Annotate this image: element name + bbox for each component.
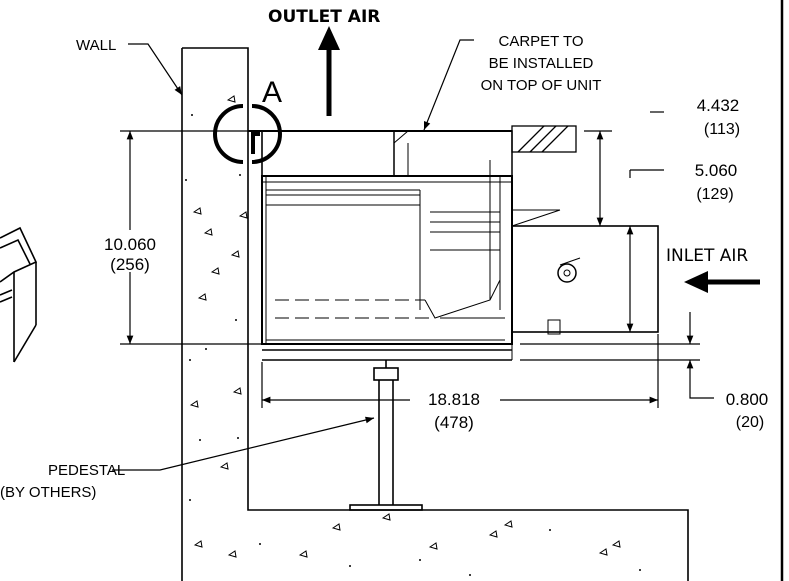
dim-bottom-offset-inches: 0.800	[726, 390, 769, 409]
dim-height-inches: 10.060	[104, 235, 156, 254]
inlet-duct	[430, 209, 659, 335]
carpet-note-line1: CARPET TO	[498, 33, 583, 50]
dim-width-inches: 18.818	[428, 390, 480, 409]
carpet-note-line3: ON TOP OF UNIT	[481, 77, 602, 94]
pedestal	[349, 360, 423, 511]
carpet-leader	[423, 39, 474, 131]
wall-label: WALL	[76, 37, 116, 54]
dim-top-offset-mm: (113)	[704, 121, 740, 138]
dim-inlet-height-mm: (129)	[696, 186, 733, 203]
inlet-air-arrow	[684, 271, 760, 293]
dim-bottom-offset	[520, 312, 714, 399]
dim-inlet-height	[626, 169, 664, 332]
dim-top-offset-inches: 4.432	[697, 96, 740, 115]
dim-width	[261, 334, 659, 408]
dim-inlet-height-inches: 5.060	[695, 161, 738, 180]
inlet-air-label: INLET AIR	[666, 246, 748, 266]
dim-height	[120, 130, 394, 345]
pedestal-label-line2: (BY OTHERS)	[0, 484, 96, 501]
dim-top-offset	[584, 111, 664, 226]
carpet-block	[511, 125, 577, 153]
carpet-note-line2: BE INSTALLED	[489, 55, 594, 72]
isometric-unit-partial	[0, 226, 38, 363]
dim-width-mm: (478)	[434, 413, 474, 432]
outlet-air-arrow	[318, 26, 340, 116]
pedestal-label-line1: PEDESTAL	[48, 462, 125, 479]
outlet-air-label: OUTLET AIR	[268, 7, 380, 27]
detail-marker-label: A	[262, 76, 282, 109]
detail-marker	[213, 95, 282, 175]
dim-height-mm: (256)	[110, 255, 150, 274]
wall-leader	[128, 43, 183, 96]
dim-bottom-offset-mm: (20)	[736, 414, 764, 431]
pedestal-leader	[112, 416, 375, 471]
concrete-wall	[181, 47, 689, 581]
floor-unit	[248, 126, 513, 361]
